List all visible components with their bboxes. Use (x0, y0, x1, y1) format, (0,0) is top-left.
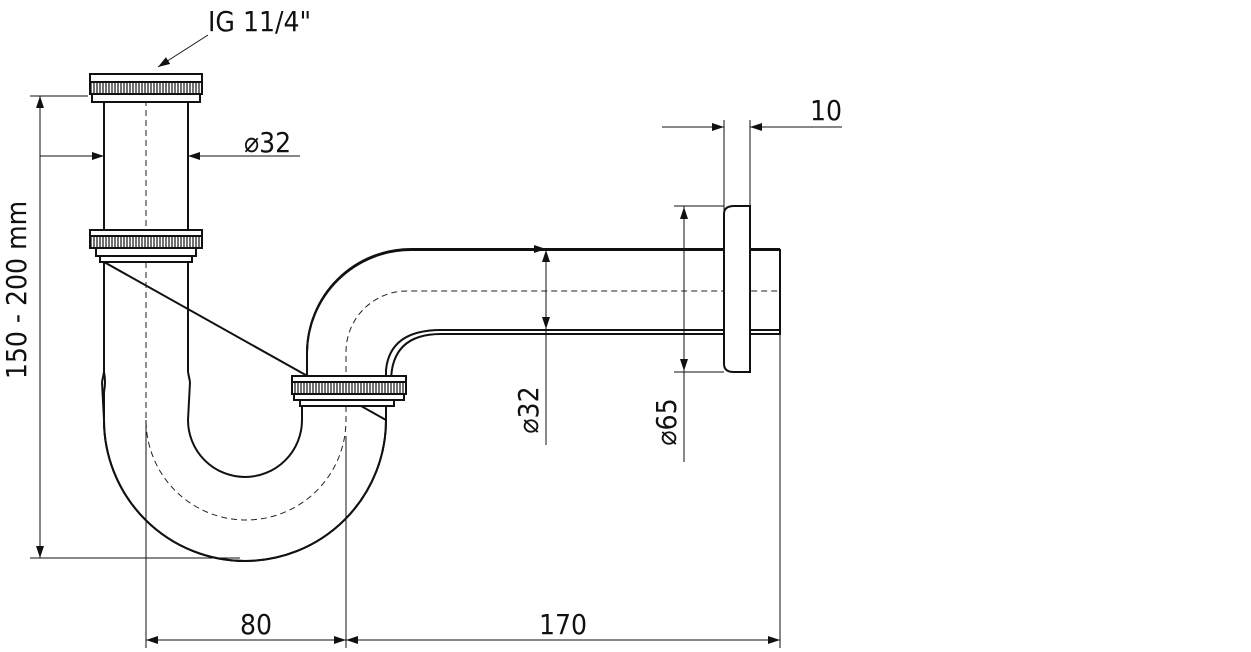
height-range-label: 150 - 200 mm (0, 201, 33, 379)
middle-knurled-nut (89, 229, 203, 263)
wall-rosette (723, 205, 780, 373)
dimension-lines (30, 34, 842, 648)
thread-label: IG 11/4" (208, 5, 311, 38)
trap-knurled-nut (291, 375, 407, 407)
trap-pipe (101, 102, 781, 562)
rosette-thickness-label: 10 (810, 94, 842, 127)
top-knurled-nut (89, 73, 203, 103)
center-lines (145, 100, 780, 521)
dimension-80-label: 80 (240, 608, 272, 641)
dimension-170-label: 170 (539, 608, 587, 641)
tailpiece-diameter-label: ⌀32 (244, 126, 291, 159)
arm-diameter-label: ⌀32 (512, 386, 545, 433)
rosette-diameter-label: ⌀65 (650, 398, 683, 445)
